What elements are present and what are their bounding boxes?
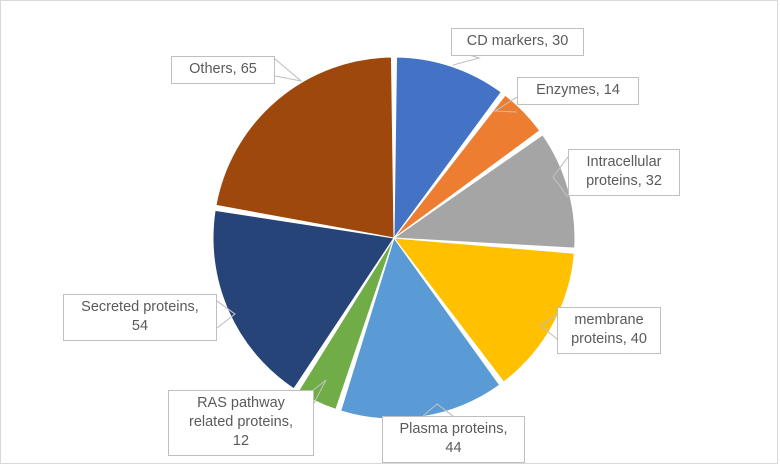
leader-line-intracellular-proteins — [552, 156, 569, 198]
pie-slice-membrane-proteins[interactable] — [392, 237, 575, 383]
data-label-secreted-proteins[interactable]: Secreted proteins, 54 — [63, 294, 217, 341]
pie-slices — [212, 56, 576, 420]
pie-slice-secreted-proteins[interactable] — [212, 209, 395, 390]
pie-slice-others[interactable] — [215, 56, 395, 239]
data-label-enzymes[interactable]: Enzymes, 14 — [517, 77, 639, 105]
data-label-membrane-proteins[interactable]: membrane proteins, 40 — [557, 307, 661, 354]
pie-slice-enzymes[interactable] — [393, 94, 541, 239]
data-label-ras-pathway-related-proteins[interactable]: RAS pathway related proteins, 12 — [168, 390, 314, 456]
leader-line-others — [274, 58, 303, 82]
leader-line-enzymes — [493, 96, 518, 113]
data-label-cd-markers[interactable]: CD markers, 30 — [451, 28, 584, 56]
leader-line-plasma-proteins — [422, 403, 454, 417]
data-label-intracellular-proteins[interactable]: Intracellular proteins, 32 — [568, 149, 680, 196]
data-label-plasma-proteins[interactable]: Plasma proteins, 44 — [382, 416, 525, 463]
pie-slice-cd-markers[interactable] — [393, 56, 502, 240]
leader-line-ras-pathway — [310, 379, 327, 406]
leader-lines — [216, 49, 569, 417]
leader-line-membrane-proteins — [540, 313, 558, 340]
leader-line-secreted-proteins — [216, 300, 236, 329]
data-label-others[interactable]: Others, 65 — [171, 56, 275, 84]
